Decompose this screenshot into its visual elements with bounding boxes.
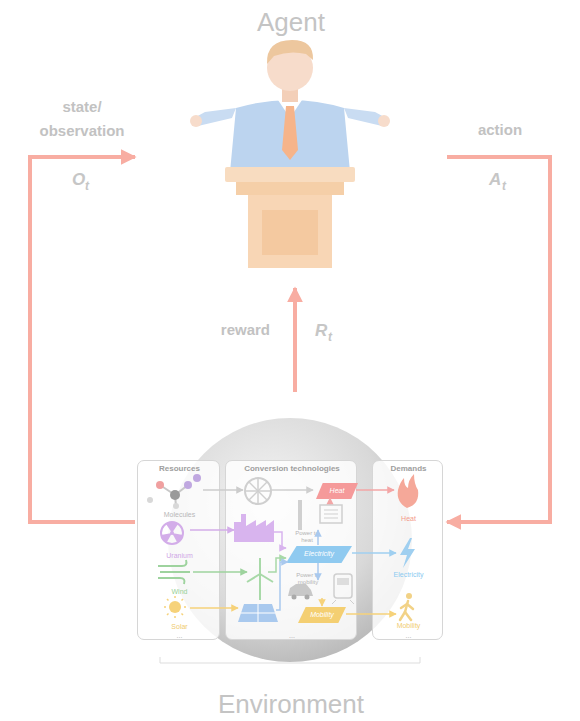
box-heading: Resources [138, 464, 221, 473]
edge-label: action [450, 121, 550, 138]
ellipsis: ... [138, 632, 221, 640]
parallelogram-fill [286, 546, 352, 563]
hair [267, 40, 313, 64]
parallelogram-fill [298, 607, 346, 623]
resource-label: Wind [138, 588, 221, 596]
podium-body [248, 195, 332, 268]
neck [282, 86, 298, 102]
podium-top [225, 167, 355, 182]
left-arm [194, 108, 236, 126]
left-hand [190, 115, 202, 127]
right-arm [344, 108, 386, 126]
carrier-label: Heat [316, 487, 358, 495]
agent-figure [190, 40, 390, 268]
carrier-label: Mobility [298, 611, 346, 619]
loop-arrow [293, 288, 297, 392]
heat-carrier: Heat [316, 483, 358, 499]
subscript: t [85, 180, 95, 194]
ellipsis: ... [226, 632, 358, 640]
loop-arrow [30, 157, 135, 522]
resources-box: ResourcesMoleculesUraniumWindSolar... [137, 460, 220, 640]
demand-label: Electricity [373, 571, 444, 579]
edge-label: reward [180, 321, 270, 338]
resource-label: Solar [138, 623, 221, 631]
head [267, 45, 313, 91]
box-heading: Conversion technologies [226, 464, 358, 473]
bracket [160, 657, 420, 663]
podium-panel [262, 210, 318, 255]
agent-node: Agent [135, 40, 447, 288]
symbol: O [72, 170, 88, 190]
tie [282, 106, 298, 160]
agent-title: Agent [135, 8, 447, 38]
resource-label: Uranium [138, 552, 221, 560]
shirt [230, 100, 350, 172]
symbol: R [315, 321, 331, 341]
environment-title: Environment [135, 690, 447, 720]
mobility-carrier: Mobility [298, 607, 346, 623]
conversion-note: Power to heat [292, 530, 322, 544]
electricity-carrier: Electricity [286, 546, 352, 563]
ellipsis: ... [373, 632, 444, 640]
resource-label: Molecules [138, 511, 221, 519]
conversion-note: Power to mobility [290, 572, 326, 586]
subscript: t [328, 331, 338, 345]
collar [278, 100, 302, 118]
carrier-label: Electricity [286, 550, 352, 558]
podium-ledge [236, 182, 344, 195]
symbol: A [489, 170, 505, 190]
conversion-box: Conversion technologiesPower to heatPowe… [225, 460, 357, 640]
box-heading: Demands [373, 464, 444, 473]
loop-arrow [447, 157, 550, 522]
environment-node: EnvironmentResourcesMoleculesUraniumWind… [135, 392, 447, 667]
right-hand [378, 115, 390, 127]
edge-label: state/ observation [27, 95, 137, 143]
parallelogram-fill [316, 483, 358, 499]
subscript: t [502, 180, 512, 194]
demand-label: Mobility [373, 622, 444, 630]
demands-box: DemandsHeatElectricityMobility... [372, 460, 443, 640]
demand-label: Heat [373, 515, 444, 523]
